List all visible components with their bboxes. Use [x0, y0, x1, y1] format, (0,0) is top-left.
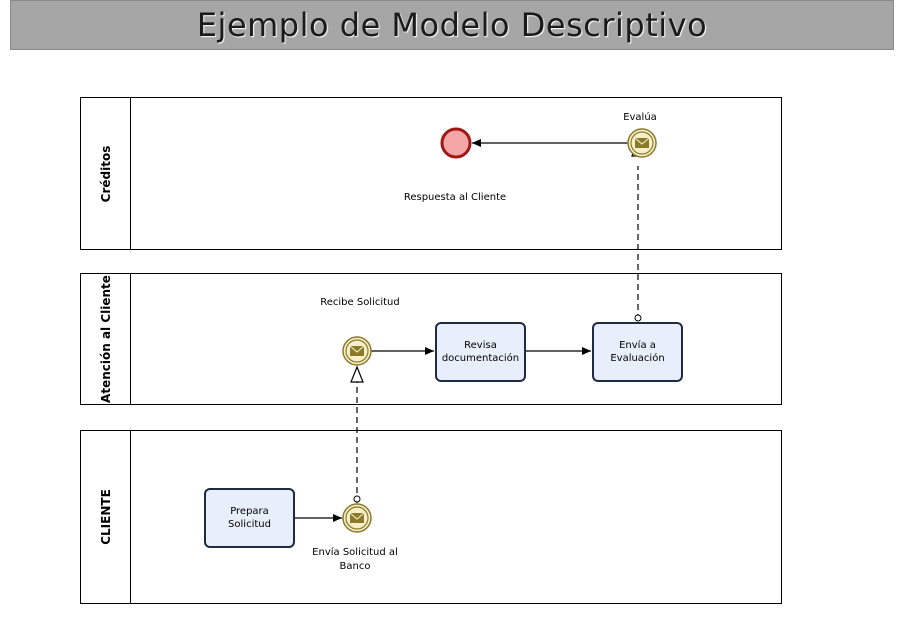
task-envia-evaluacion[interactable]: Envía a Evaluación: [592, 322, 683, 382]
label-envia-solicitud: Envía Solicitud al Banco: [312, 547, 398, 572]
title-bar: Ejemplo de Modelo Descriptivo: [10, 0, 894, 50]
lane-label-atencion: Atención al Cliente: [98, 275, 113, 403]
label-evalua: Evalúa: [623, 112, 657, 123]
task-prepara-solicitud[interactable]: Prepara Solicitud: [204, 488, 295, 548]
lane-cliente: CLIENTE: [80, 430, 782, 604]
task-label-envia-evaluacion: Envía a Evaluación: [610, 339, 665, 365]
lane-creditos: Créditos: [80, 97, 782, 250]
page-title: Ejemplo de Modelo Descriptivo: [196, 6, 708, 44]
task-label-prepara: Prepara Solicitud: [228, 505, 271, 531]
lane-header-cliente: CLIENTE: [81, 431, 131, 603]
task-label-revisa: Revisa documentación: [441, 339, 520, 365]
lane-header-creditos: Créditos: [81, 98, 131, 249]
lane-label-creditos: Créditos: [98, 145, 113, 202]
task-revisa-documentacion[interactable]: Revisa documentación: [435, 322, 526, 382]
lane-label-cliente: CLIENTE: [98, 489, 113, 545]
label-recibe-solicitud: Recibe Solicitud: [320, 297, 400, 308]
lane-header-atencion: Atención al Cliente: [81, 274, 131, 404]
label-respuesta-cliente: Respuesta al Cliente: [403, 192, 507, 203]
